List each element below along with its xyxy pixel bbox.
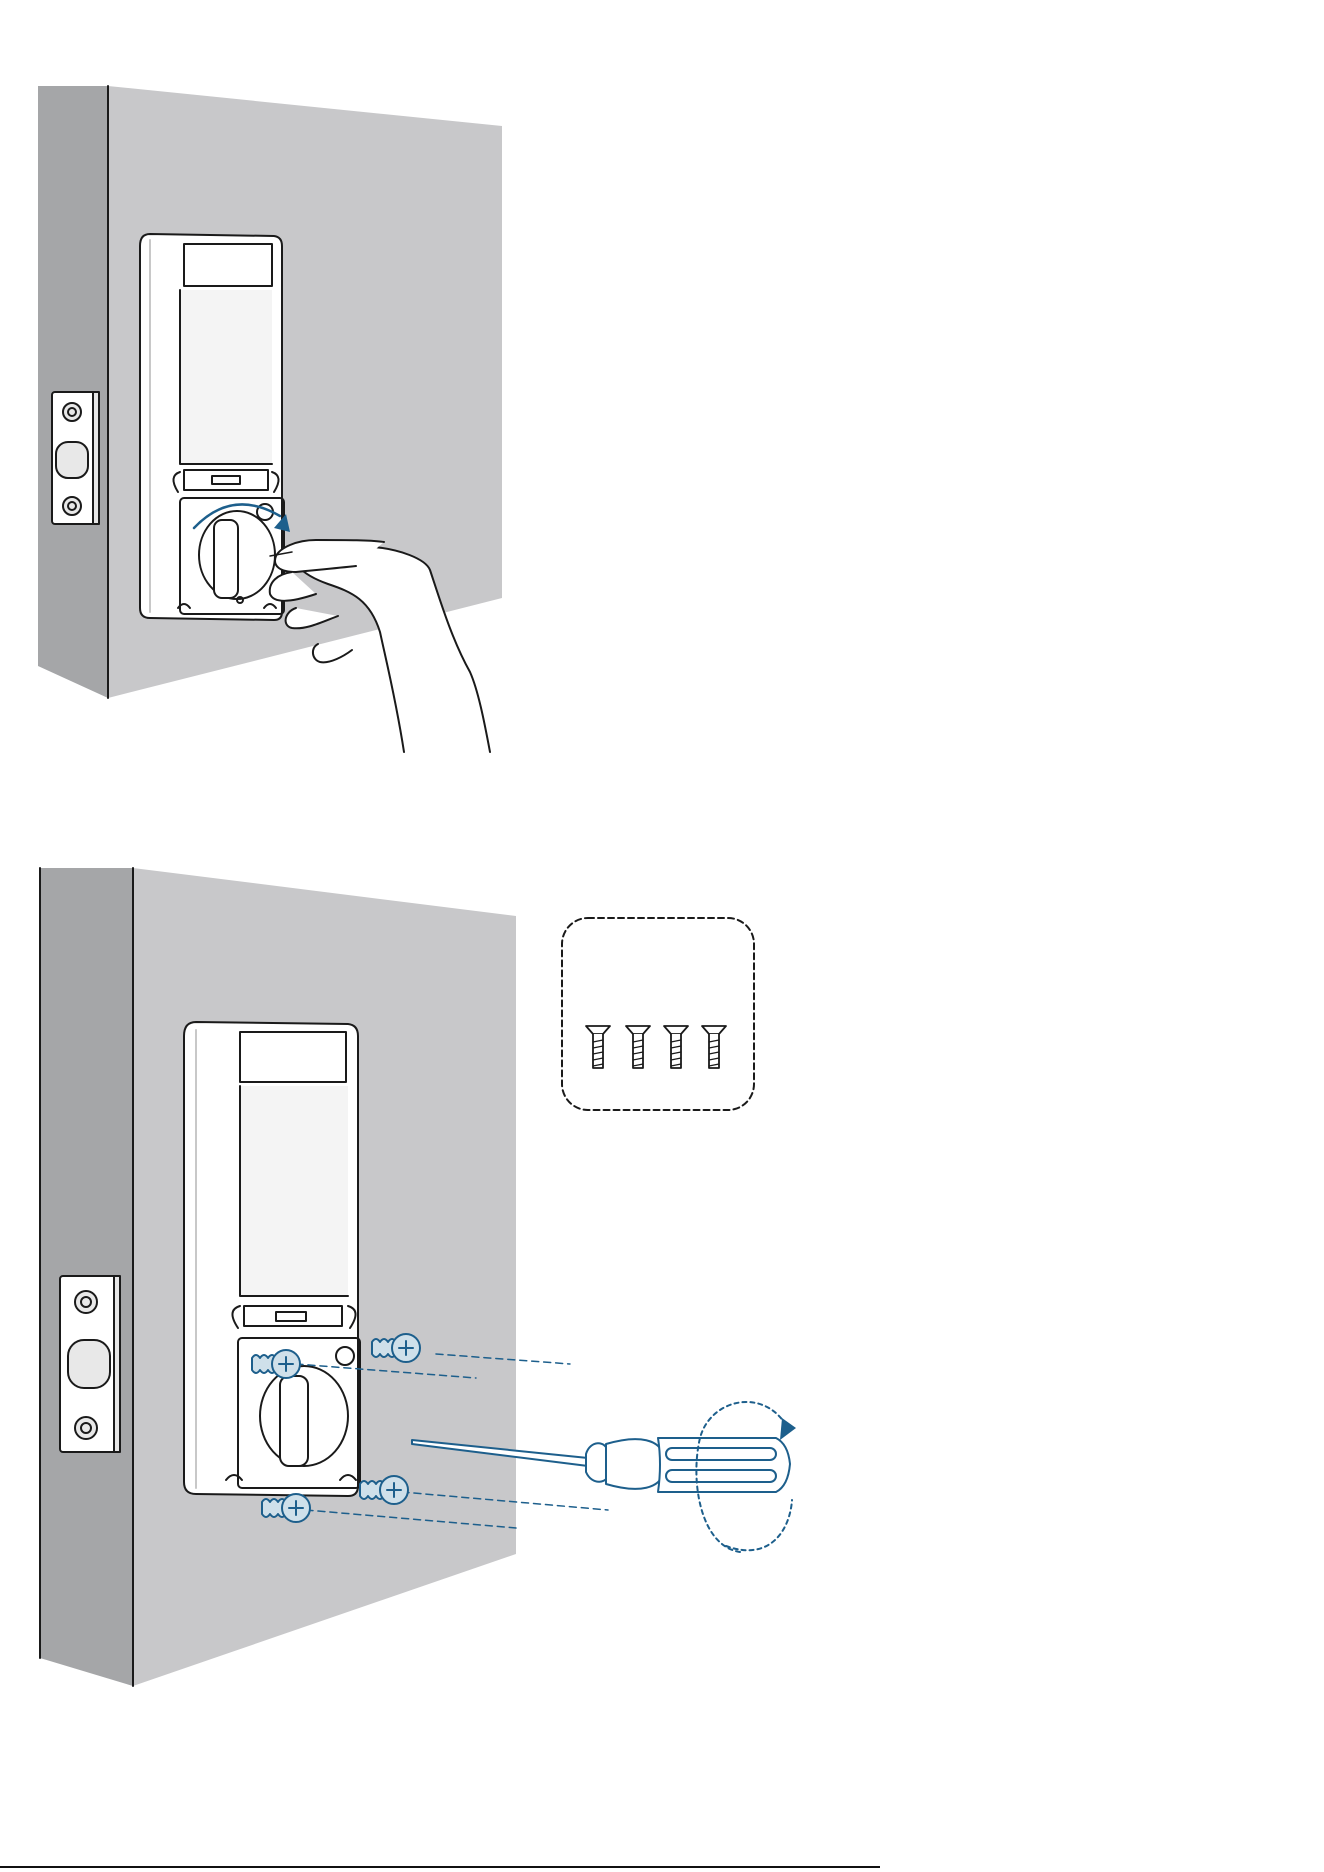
- illustration-turn-thumbturn: [0, 0, 620, 780]
- screw-parts-box: [562, 918, 754, 1110]
- latch-plate-icon: [60, 1276, 120, 1452]
- footer-rule: [0, 1866, 880, 1868]
- illustration-fasten-screws: [0, 840, 820, 1720]
- lock-body-icon: [140, 234, 284, 620]
- latch-plate-icon: [52, 392, 99, 524]
- lock-body-icon: [184, 1022, 360, 1496]
